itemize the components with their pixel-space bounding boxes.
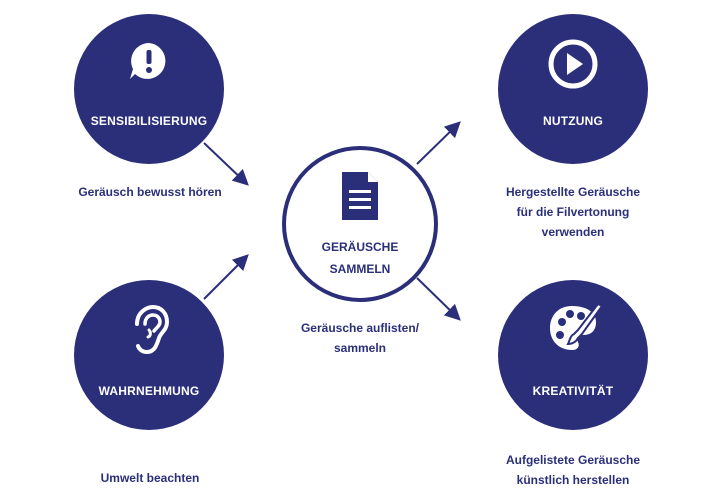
caption-sensibilisierung: Geräusch bewusst hören	[78, 185, 222, 199]
caption-line: künstlich herstellen	[516, 473, 630, 487]
arrow-center-to-nutzung	[416, 121, 461, 165]
caption-nutzung: Hergestellte Geräusche für die Filverton…	[483, 182, 663, 242]
node-sensibilisierung: SENSIBILISIERUNG	[74, 14, 224, 164]
exclamation-speech-icon	[130, 43, 166, 79]
caption-line: Hergestellte Geräusche	[505, 185, 641, 199]
play-icon	[548, 39, 598, 89]
arrow-wahrnehmung-to-center	[203, 254, 249, 300]
document-icon	[342, 172, 378, 220]
caption-line: Aufgelistete Geräusche	[505, 453, 641, 467]
node-center: GERÄUSCHE SAMMELN	[282, 146, 438, 302]
caption-line: Geräusche auflisten/	[300, 321, 420, 335]
arrow-center-to-kreativitaet	[416, 277, 461, 321]
title-line: GERÄUSCHE	[321, 240, 399, 254]
caption-line: für die Filvertonung	[516, 205, 630, 219]
caption-line: sammeln	[333, 341, 387, 355]
node-title: WAHRNEHMUNG	[98, 384, 200, 398]
node-wahrnehmung: WAHRNEHMUNG	[74, 280, 224, 430]
arrow-sensibilisierung-to-center	[203, 142, 249, 186]
caption-kreativitaet: Aufgelistete Geräusche künstlich herstel…	[483, 450, 663, 490]
node-title: KREATIVITÄT	[532, 384, 614, 398]
title-line: SAMMELN	[329, 262, 391, 276]
node-title: NUTZUNG	[542, 114, 604, 128]
node-title: GERÄUSCHE SAMMELN	[286, 236, 434, 280]
caption-wahrnehmung: Umwelt beachten	[100, 471, 200, 485]
node-nutzung: NUTZUNG	[498, 14, 648, 164]
node-kreativitaet: KREATIVITÄT	[498, 280, 648, 430]
caption-center: Geräusche auflisten/ sammeln	[270, 318, 450, 358]
caption-line: verwenden	[541, 225, 605, 239]
ear-icon	[135, 304, 169, 355]
node-title: SENSIBILISIERUNG	[90, 114, 208, 128]
palette-icon	[550, 302, 604, 350]
